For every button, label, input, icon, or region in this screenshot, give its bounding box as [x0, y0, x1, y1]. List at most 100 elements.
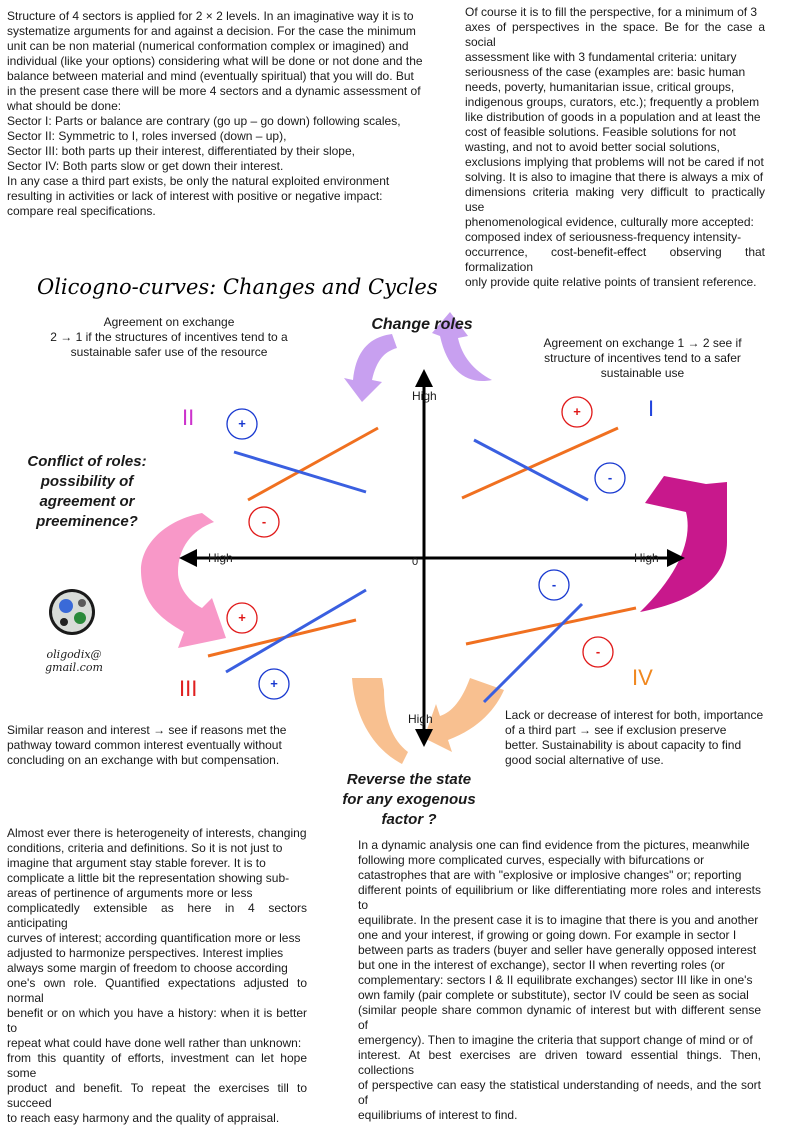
- sector-II-minus-circle: [248, 506, 280, 538]
- text-line: cost of feasible solutions. Feasible sol…: [465, 125, 736, 139]
- text-line: Agreement on exchange: [103, 315, 235, 329]
- text-line: dimensions criteria making very difficul…: [465, 185, 765, 214]
- text-line: axes of perspectives in the space. Be fo…: [465, 20, 765, 49]
- text-line: benefit or on which you have a history: …: [7, 1006, 307, 1035]
- text-line: adjusted to harmonize perspectives. Inte…: [7, 946, 284, 960]
- text-line: like distribution of goods in a populati…: [465, 110, 761, 124]
- logo-email: oligodix@ gmail.com: [34, 648, 114, 674]
- text-line: occurrence, cost-benefit-effect observin…: [465, 245, 765, 274]
- sector-III-plus-red-sign: +: [238, 610, 246, 625]
- bottom-left-paragraph: Almost ever there is heterogeneity of in…: [7, 826, 307, 1126]
- axis-origin: 0: [412, 556, 419, 568]
- text-line: Agreement on exchange 1 → 2 see if: [543, 336, 742, 350]
- text-line: Structure of 4 sectors is applied for 2 …: [7, 9, 414, 23]
- text-line: one's own role. Quantified expectations …: [7, 976, 307, 1005]
- text-line: product and benefit. To repeat the exerc…: [7, 1081, 307, 1110]
- text-line: Similar reason and interest → see if rea…: [7, 723, 287, 737]
- text-line: Sector I: Parts or balance are contrary …: [7, 114, 401, 128]
- text-line: curves of interest; according quantifica…: [7, 931, 301, 945]
- top-left-paragraph: Structure of 4 sectors is applied for 2 …: [7, 9, 437, 219]
- text-line: Almost ever there is heterogeneity of in…: [7, 826, 307, 840]
- sector-I-label: I: [648, 396, 655, 421]
- sector-II-blue-line: [233, 450, 367, 494]
- text-line: from this quantity of efforts, investmen…: [7, 1051, 307, 1080]
- conflict-arrow-left: [140, 513, 226, 648]
- change-roles-label: Change roles: [371, 316, 473, 333]
- logo-email-line2: gmail.com: [45, 661, 103, 674]
- text-line: individual (like your options) consideri…: [7, 54, 423, 68]
- sector-II-plus-circle: [226, 408, 258, 440]
- text-line: 2 → 1 if the structures of incentives te…: [50, 330, 288, 344]
- text-line: complicate a little bit the representati…: [7, 871, 290, 885]
- text-line: In a dynamic analysis one can find evide…: [358, 838, 750, 852]
- sector-I-minus-sign: -: [607, 470, 613, 485]
- reverse-state-arrow: [352, 678, 504, 764]
- text-line: but one in the interest of exchange), se…: [358, 958, 725, 972]
- text-line: preeminence?: [36, 513, 138, 530]
- text-line: repeat what could have done well rather …: [7, 1036, 302, 1050]
- text-line: imagine that argument stay stable foreve…: [7, 856, 266, 870]
- text-line: emergency). Then to imagine the criteria…: [358, 1033, 753, 1047]
- text-line: catastrophes that are with "explosive or…: [358, 868, 742, 882]
- bottom-right-paragraph: In a dynamic analysis one can find evide…: [358, 838, 761, 1123]
- text-line: assessment like with 3 fundamental crite…: [465, 50, 737, 64]
- sector-IV-orange-line: [465, 606, 637, 646]
- sector-I-orange-line: [461, 426, 619, 500]
- text-line: interest. At best exercises are driven t…: [358, 1048, 761, 1077]
- agreement-arrow-right: [640, 476, 727, 612]
- text-line: of perspective can easy the statistical …: [358, 1078, 761, 1107]
- sector-IV-label: IV: [632, 665, 653, 690]
- text-line: indigenous groups, curators, etc.); freq…: [465, 95, 760, 109]
- text-line: own family (pair complete or substitute)…: [358, 988, 749, 1002]
- change-roles-arrow-right: [432, 312, 492, 382]
- sector-IV-minus-blue-sign: -: [551, 577, 557, 592]
- lack-decrease-label: Lack or decrease of interest for both, i…: [505, 708, 771, 768]
- text-line: different points of equilibrium or like …: [358, 883, 761, 912]
- text-line: only provide quite relative points of tr…: [465, 275, 757, 289]
- text-line: Reverse the state: [346, 771, 472, 788]
- axis-label-high-right: High: [634, 551, 659, 565]
- text-line: Lack or decrease of interest for both, i…: [505, 708, 764, 722]
- text-line: solving. It is also to imagine that ther…: [465, 170, 764, 184]
- sector-II-minus-sign: -: [261, 514, 267, 529]
- sector-I-plus-circle: [561, 396, 593, 428]
- text-line: phenomenological evidence, culturally mo…: [465, 215, 754, 229]
- sector-I-plus-sign: +: [573, 404, 581, 419]
- sector-III-plus-blue-circle: [258, 668, 290, 700]
- sector-III-blue-line: [225, 588, 367, 674]
- sector-III-label: III: [179, 676, 198, 701]
- sector-I-minus-circle: [594, 462, 626, 494]
- similar-reason-label: Similar reason and interest → see if rea…: [7, 723, 303, 768]
- text-line: Conflict of roles:: [27, 453, 147, 470]
- text-line: balance between material and mind (event…: [7, 69, 414, 83]
- text-line: for any exogenous: [342, 791, 476, 808]
- text-line: following more complicated curves, espec…: [358, 853, 705, 867]
- diagram-title: Olicogno-curves: Changes and Cycles: [37, 275, 438, 299]
- text-line: Of course it is to fill the perspective,…: [465, 5, 758, 19]
- text-line: equilibrate. In the present case it is t…: [358, 913, 759, 927]
- text-line: equilibriums of interest to find.: [358, 1108, 518, 1122]
- text-line: to reach easy harmony and the quality of…: [7, 1111, 280, 1125]
- text-line: sustainable safer use of the resource: [70, 345, 268, 359]
- text-line: exclusions implying that problems will n…: [465, 155, 764, 169]
- sector-IV-blue-line: [482, 602, 584, 704]
- sector-III-plus-red-circle: [226, 602, 258, 634]
- text-line: pathway toward common interest eventuall…: [7, 738, 282, 752]
- text-line: better. Sustainability is about capacity…: [505, 738, 742, 752]
- text-line: concluding on an exchange with but compe…: [7, 753, 280, 767]
- sector-IV-minus-blue-circle: [538, 569, 570, 601]
- top-right-paragraph: Of course it is to fill the perspective,…: [465, 5, 765, 290]
- text-line: possibility of: [40, 473, 134, 490]
- text-line: systematize arguments for and against a …: [7, 24, 416, 38]
- change-roles-arrow-left: [344, 334, 397, 402]
- text-line: always some margin of freedom to choose …: [7, 961, 288, 975]
- text-line: between parts as traders (buyer and sell…: [358, 943, 757, 957]
- text-line: composed index of seriousness-frequency …: [465, 230, 742, 244]
- text-line: areas of pertinence of arguments more or…: [7, 886, 253, 900]
- sector-IV-minus-red-sign: -: [595, 644, 601, 659]
